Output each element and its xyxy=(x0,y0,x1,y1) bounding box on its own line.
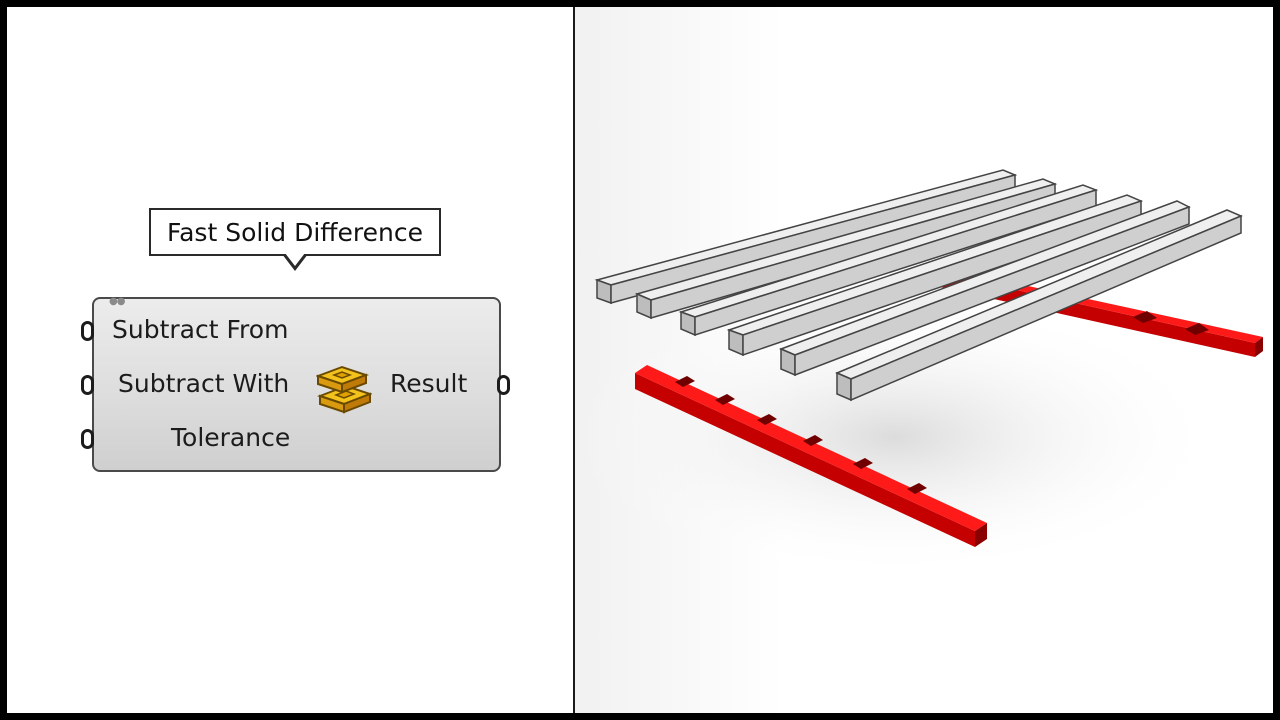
input-label-tolerance: Tolerance xyxy=(171,423,291,452)
input-grip-subtract-with[interactable] xyxy=(81,375,94,395)
gray-bar-6 xyxy=(835,209,1243,402)
input-label-subtract-from: Subtract From xyxy=(112,315,289,344)
gray-bar-4 xyxy=(726,194,1144,357)
component-handle-dots: ●● xyxy=(109,296,125,307)
gray-bar-2 xyxy=(634,178,1058,320)
input-grip-tolerance[interactable] xyxy=(81,429,94,449)
ground-shadow xyxy=(575,297,1225,577)
solid-difference-icon xyxy=(315,364,373,418)
output-label-result: Result xyxy=(390,369,468,398)
output-grip-result[interactable] xyxy=(497,375,510,395)
gray-bar-5 xyxy=(778,200,1191,377)
tooltip-tail-fill xyxy=(285,253,305,266)
screen-frame: Fast Solid Difference ●● Subtract From S… xyxy=(7,7,1273,713)
input-grip-subtract-from[interactable] xyxy=(81,321,94,341)
rhino-viewport[interactable] xyxy=(575,7,1273,713)
input-label-subtract-with: Subtract With xyxy=(118,369,290,398)
panel-divider xyxy=(573,7,575,713)
tooltip-text: Fast Solid Difference xyxy=(167,217,423,247)
red-rail-front xyxy=(635,365,987,547)
gray-bar-3 xyxy=(678,184,1099,337)
component-tooltip: Fast Solid Difference xyxy=(149,208,441,256)
